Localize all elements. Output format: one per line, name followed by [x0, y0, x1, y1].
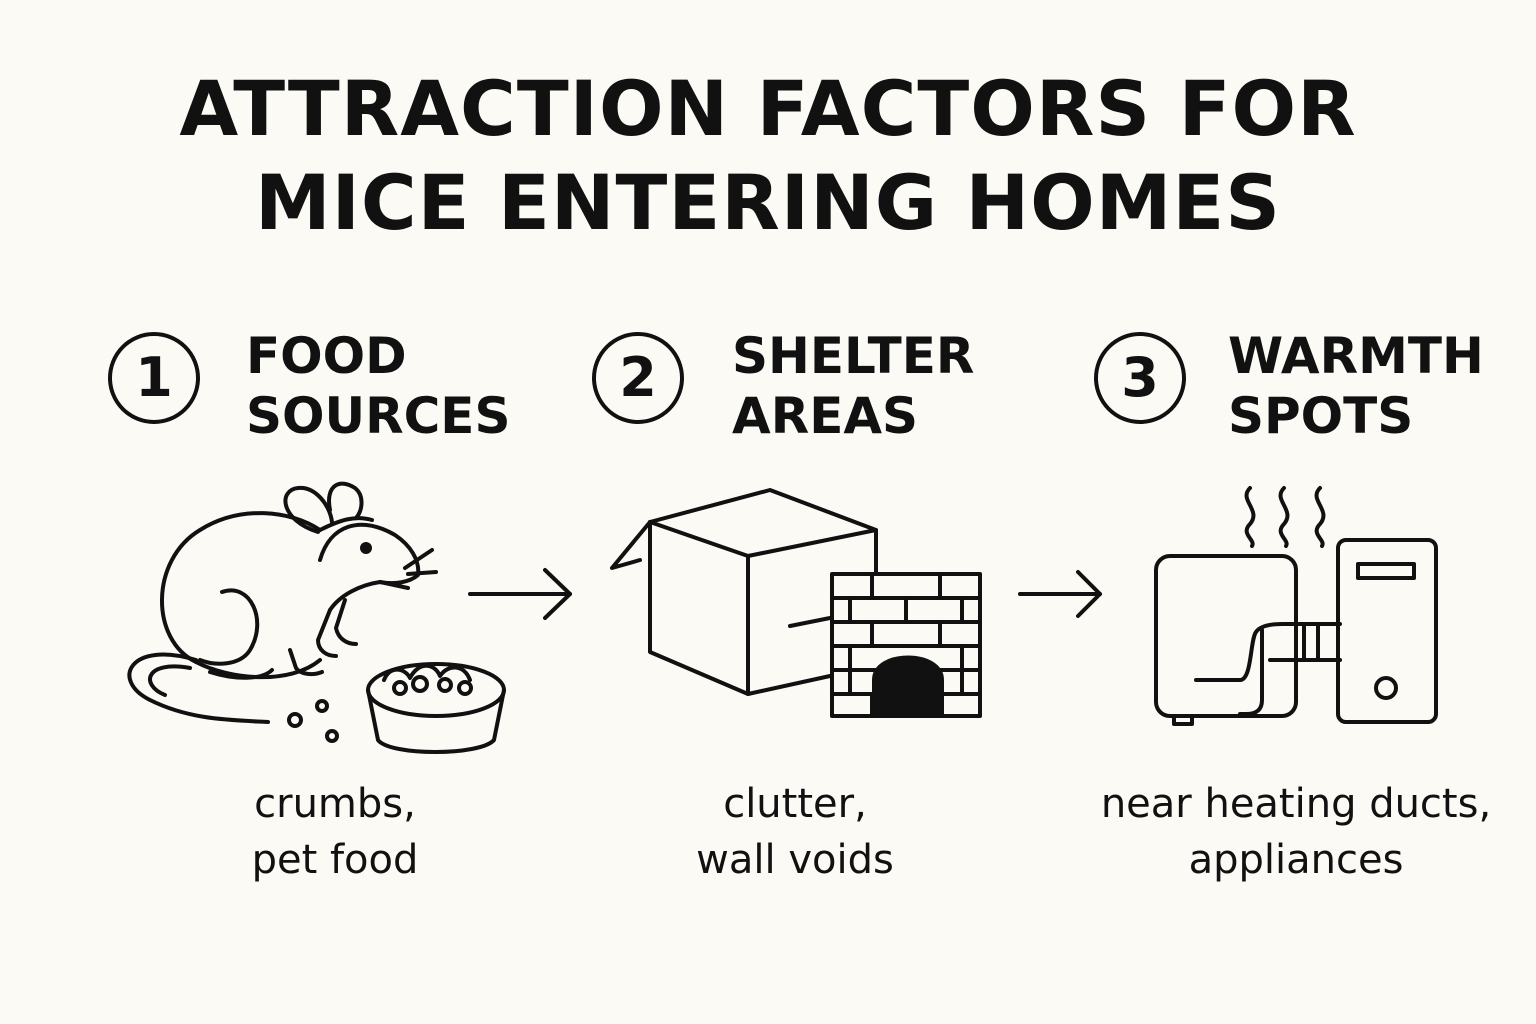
step-number-3: 3	[1094, 332, 1186, 424]
factor-heading-3-line-1: WARMTH	[1228, 327, 1484, 385]
factor-caption-1-line-2: pet food	[251, 837, 419, 883]
factor-heading-2: SHELTER AREAS	[732, 326, 974, 446]
factor-heading-3-line-2: SPOTS	[1228, 387, 1414, 445]
arrow-icon-2	[1018, 570, 1102, 618]
factor-heading-1: FOOD SOURCES	[246, 326, 510, 446]
factor-heading-1-line-1: FOOD	[246, 327, 407, 385]
title-line-1: ATTRACTION FACTORS FOR	[179, 64, 1357, 153]
factor-heading-2-line-1: SHELTER	[732, 327, 975, 385]
step-number-2: 2	[592, 332, 684, 424]
factor-caption-3-line-2: appliances	[1188, 837, 1404, 883]
box-and-brick-wall-icon	[610, 488, 982, 718]
factor-caption-1: crumbs, pet food	[180, 776, 490, 888]
heater-appliance-icon	[1154, 486, 1438, 726]
factor-heading-1-line-2: SOURCES	[246, 387, 511, 445]
title-line-2: MICE ENTERING HOMES	[254, 158, 1282, 247]
factor-heading-3: WARMTH SPOTS	[1228, 326, 1484, 446]
step-number-1: 1	[108, 332, 200, 424]
factor-heading-2-line-2: AREAS	[732, 387, 919, 445]
factor-caption-2-line-2: wall voids	[696, 837, 894, 883]
factor-caption-3: near heating ducts, appliances	[1086, 776, 1506, 888]
factor-caption-3-line-1: near heating ducts,	[1100, 781, 1492, 827]
factor-caption-2: clutter, wall voids	[640, 776, 950, 888]
arrow-icon-1	[468, 568, 572, 620]
page-title: ATTRACTION FACTORS FOR MICE ENTERING HOM…	[0, 62, 1536, 250]
mouse-eating-icon	[127, 481, 506, 754]
factor-caption-1-line-1: crumbs,	[254, 781, 416, 827]
factor-caption-2-line-1: clutter,	[723, 781, 867, 827]
